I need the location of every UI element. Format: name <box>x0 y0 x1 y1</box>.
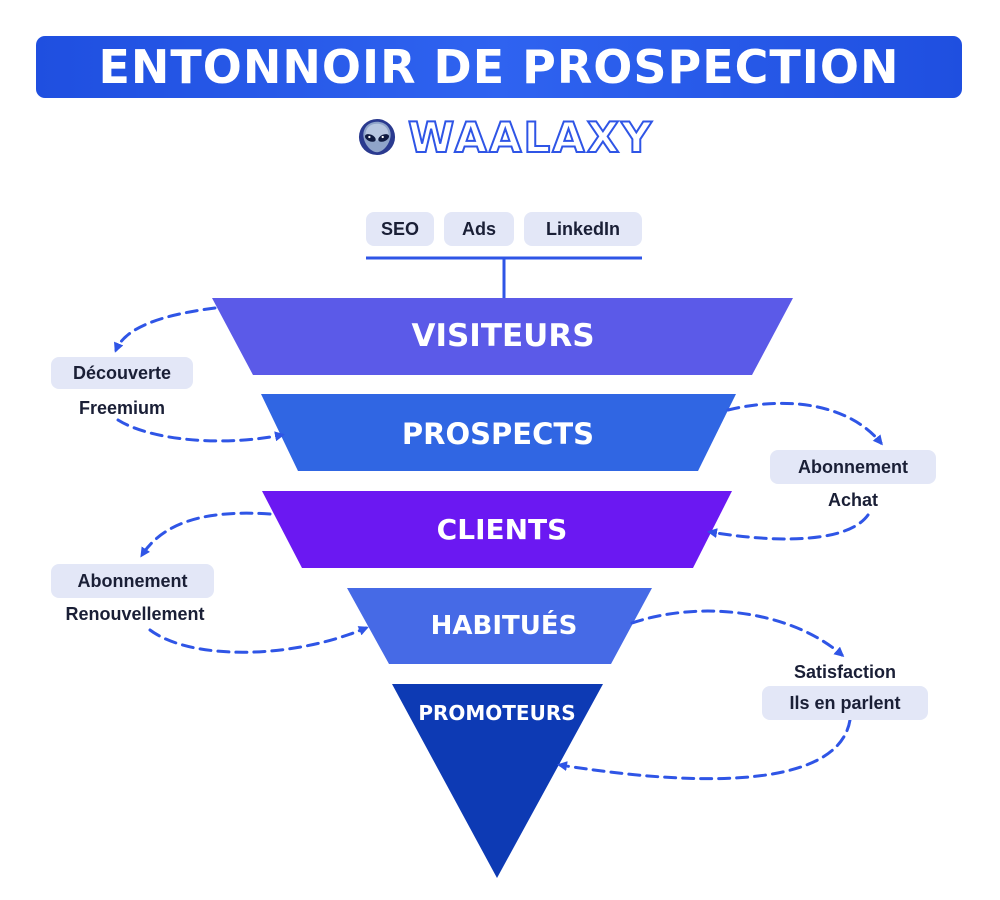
arrow-renouvellement-in <box>148 626 369 654</box>
brand-name: WAALAXY <box>407 112 654 163</box>
loop-tag-abonnement-renouvellement: Abonnement <box>51 564 214 598</box>
stage-visiteurs <box>212 298 793 375</box>
arrow-freemium-in <box>116 418 285 443</box>
stage-promoteurs <box>392 684 603 878</box>
loop-text-freemium: Freemium <box>78 397 166 418</box>
arrow-achat-in <box>707 513 870 541</box>
loop-text-renouvellement: Renouvellement <box>65 603 205 624</box>
arrow-habitues-out <box>630 609 845 657</box>
loop-tag-ils-en-parlent: Ils en parlent <box>762 686 928 720</box>
arrow-visiteurs-out <box>114 306 217 353</box>
arrow-prospects-out <box>726 401 883 446</box>
stage-habitues <box>347 588 652 664</box>
loop-tag-abonnement-achat: Abonnement <box>770 450 936 484</box>
loop-text-achat: Achat <box>827 489 878 510</box>
source-ads: Ads <box>444 212 514 246</box>
stage-label-habitues: HABITUÉS <box>430 611 578 641</box>
stage-label-clients: CLIENTS <box>436 512 568 546</box>
stage-label-promoteurs: PROMOTEURS <box>418 701 576 725</box>
loop-tag-decouverte: Découverte <box>51 357 193 389</box>
stage-label-visiteurs: VISITEURS <box>411 318 595 354</box>
stage-prospects <box>261 394 736 471</box>
title-banner: ENTONNOIR DE PROSPECTION <box>36 36 962 98</box>
alien-head-icon <box>358 118 396 156</box>
arrow-promoteurs-in <box>557 718 852 781</box>
loop-text-satisfaction: Satisfaction <box>793 661 897 682</box>
page-title: ENTONNOIR DE PROSPECTION <box>98 40 900 94</box>
stage-clients <box>262 491 732 568</box>
stage-label-prospects: PROSPECTS <box>401 417 595 451</box>
arrow-clients-out <box>140 511 272 558</box>
brand: WAALAXY <box>358 112 654 163</box>
source-seo: SEO <box>366 212 434 246</box>
source-linkedin: LinkedIn <box>524 212 642 246</box>
